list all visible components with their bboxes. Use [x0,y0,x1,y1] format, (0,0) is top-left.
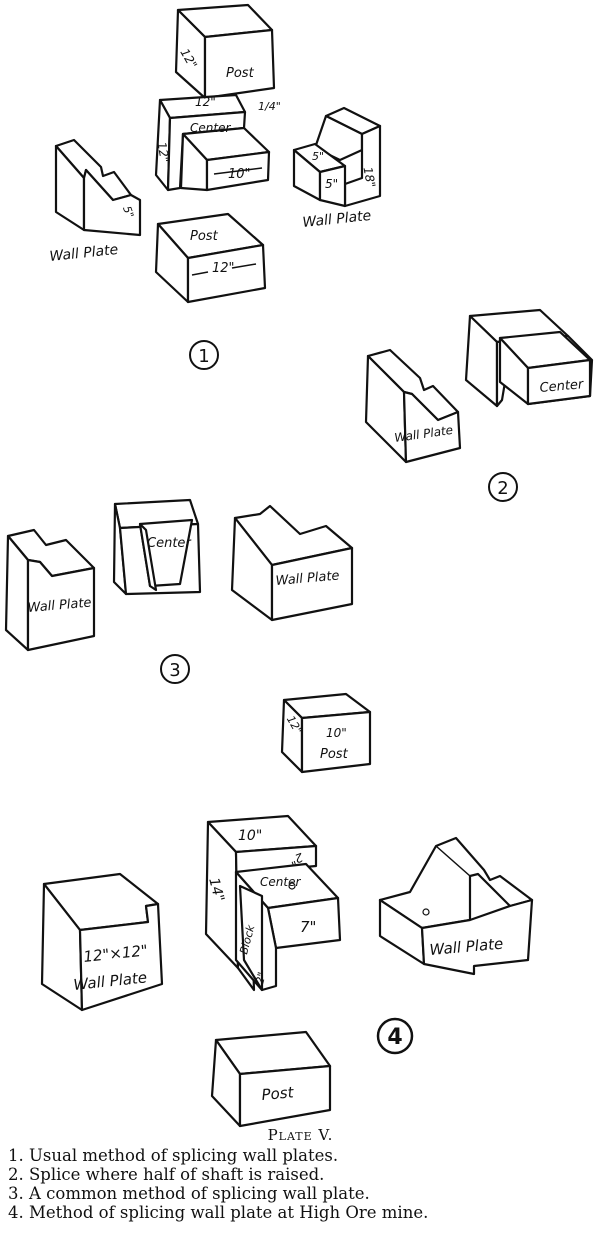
fig1-number: 1 [189,340,219,370]
fig1-wall-plate-right-dim-a: 5" [325,177,338,191]
fig3-number-label: 3 [169,660,180,681]
caption-item-1: 1. Usual method of splicing wall plates. [8,1146,339,1165]
fig1-post-top: Post 12" [174,3,276,100]
caption-item-3: 3. A common method of splicing wall plat… [8,1184,370,1203]
fig1-wall-plate-left-dim: 5" [120,204,136,220]
fig4-center-dim: 7" [300,918,316,936]
fig1-wall-plate-left: 5" Wall Plate [49,138,142,265]
fig3-post: 10" 12" Post [280,692,372,774]
fig1-wall-plate-right-dim-c: 5" [312,150,324,163]
fig3-wall-plate-right-label: Wall Plate [275,568,340,589]
fig4-number-label: 4 [387,1025,402,1050]
figure-3: Wall Plate Center Wall Plate 3 10" 12" [4,498,372,774]
fig1-post-bottom-label: Post [190,229,219,244]
fig1-center-dim-small: 1/4" [258,100,281,113]
fig4-post: Post [210,1030,332,1128]
fig2-center-label: Center [539,377,586,396]
fig4-wall-plate-right: Wall Plate [378,836,534,976]
fig3-center-label: Center [147,536,192,551]
plate-caption: Plate V. 1. Usual method of splicing wal… [8,1126,593,1222]
fig3-wall-plate-right: Wall Plate [230,504,354,622]
fig1-wall-plate-right: 5" 18" 5" Wall Plate [292,106,382,231]
fig3-post-dim-top: 10" [326,726,347,740]
caption-item-2: 2. Splice where half of shaft is raised. [8,1165,325,1184]
fig4-wall-plate-left: 12"×12" Wall Plate [40,872,164,1012]
figure-1: Post 12" Center 10" 12" 12" 1/4" 5" Wall… [49,3,382,370]
fig1-center-dim-width: 10" [228,167,251,182]
figure-2: Wall Plate Center 2 [364,308,594,502]
fig4-block-dim-bottom: 2" [253,971,269,986]
fig4-post-label: Post [261,1083,295,1104]
fig4-block-dim-small: 2" [288,850,305,868]
fig3-post-label: Post [320,747,349,762]
fig2-number-label: 2 [497,478,508,499]
fig1-center-dim-top: 12" [195,95,216,109]
fig1-post-bottom: Post 12" [154,212,267,304]
fig4-block: 10" 14" 2" [204,814,318,992]
fig2-number: 2 [488,472,518,502]
fig4-center: Center 7" Block 2" [234,862,342,992]
fig1-center-label: Center [190,121,231,135]
fig1-wall-plate-left-label: Wall Plate [49,242,119,265]
fig2-center: Center [464,308,594,408]
fig4-center-label: Center [260,875,301,889]
fig3-center: Center [112,498,202,596]
fig1-wall-plate-right-label: Wall Plate [302,208,372,231]
fig1-wall-plate-right-dim-b: 18" [361,166,378,189]
fig3-number: 3 [160,654,190,684]
fig4-block-dim-top: 10" [238,828,262,844]
fig1-post-top-label: Post [226,66,255,81]
fig1-post-bottom-dim: 12" [212,261,235,276]
fig1-center: Center 10" 12" 12" 1/4" [154,93,281,192]
fig4-block-dim-side: 14" [205,876,227,904]
fig1-center-dim-side: 12" [154,141,171,164]
fig3-wall-plate-left: Wall Plate [4,528,96,652]
fig2-wall-plate: Wall Plate [364,348,462,464]
caption-item-4: 4. Method of splicing wall plate at High… [8,1203,429,1222]
fig3-wall-plate-left-label: Wall Plate [27,595,92,616]
fig4-number: 4 [376,1017,414,1055]
figure-4: 12"×12" Wall Plate 10" 14" 2" Center 7" … [40,814,534,1128]
fig1-number-label: 1 [198,346,209,367]
caption-title: Plate V. [267,1126,334,1144]
